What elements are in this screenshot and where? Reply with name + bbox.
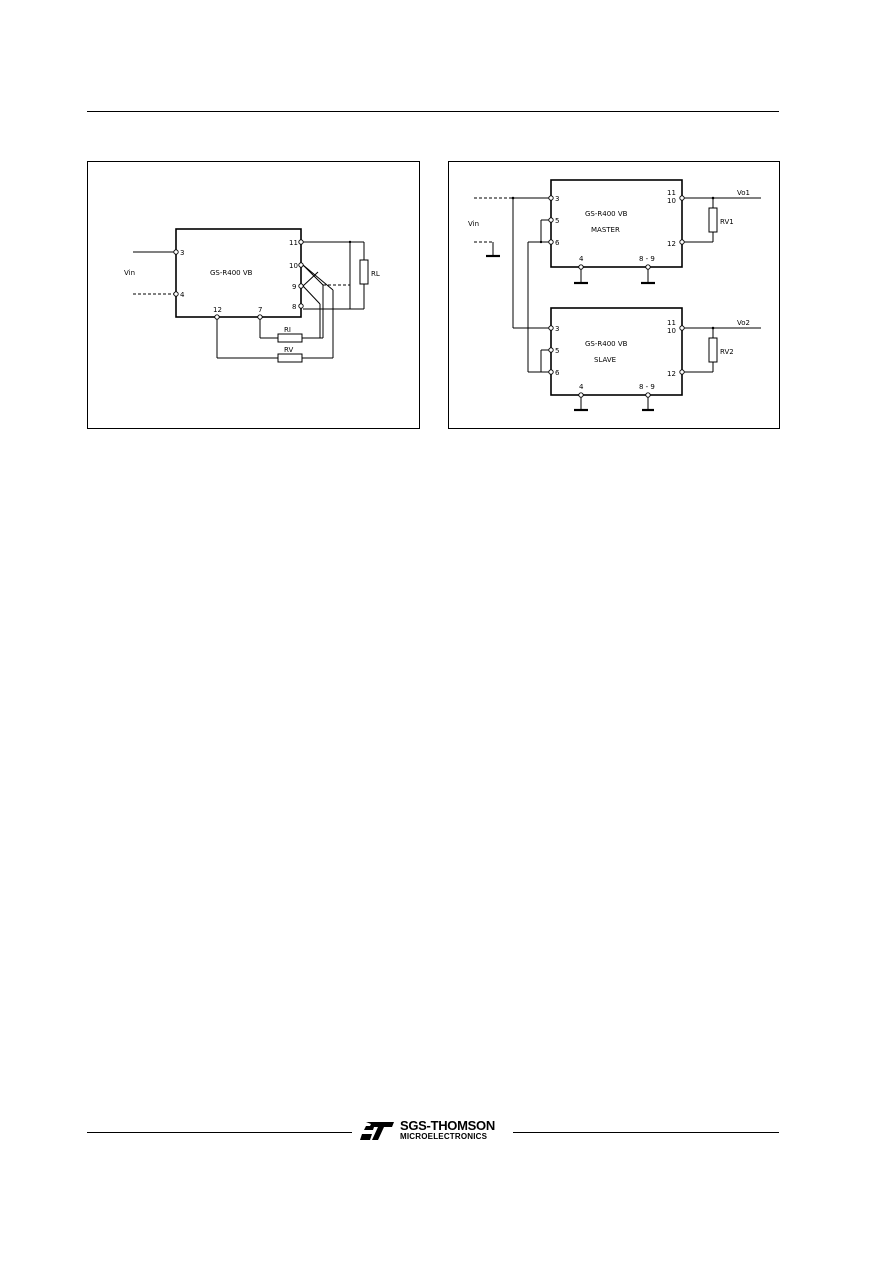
left-pin-11: 11 (289, 239, 298, 247)
slave-pin-6: 6 (555, 369, 560, 377)
master-pin-10: 10 (667, 197, 676, 205)
st-logo-icon (360, 1122, 394, 1140)
brand-name: SGS-THOMSON (400, 1118, 495, 1133)
brand-subtitle: MICROELECTRONICS (400, 1132, 488, 1141)
master-pin-5: 5 (555, 217, 559, 225)
rv2-resistor (708, 337, 718, 363)
left-vin-label: Vin (124, 269, 135, 277)
rl-label: RL (371, 270, 380, 278)
left-circuit-schematic: GS-R400 VB Vin 3 4 11 10 9 8 12 7 RL (124, 228, 380, 363)
left-pin-10-node (298, 262, 304, 268)
vo1-label: Vo1 (737, 189, 750, 197)
ri-resistor (277, 333, 303, 343)
slave-role-label: SLAVE (594, 356, 616, 364)
master-ic-label: GS-R400 VB (585, 210, 628, 218)
master-pin-4: 4 (579, 255, 584, 263)
right-circuit-schematic: GS-R400 VB MASTER 3 5 6 11 10 12 4 8 - 9… (468, 179, 761, 412)
left-pin-8-node (298, 303, 304, 309)
footer-rule-left (87, 1132, 352, 1133)
left-pin-3-node (173, 249, 179, 255)
left-pin-9-node (298, 283, 304, 289)
right-diagram-panel: GS-R400 VB MASTER 3 5 6 11 10 12 4 8 - 9… (448, 161, 780, 429)
left-pin-11-node (298, 239, 304, 245)
rv-label: RV (284, 346, 293, 354)
left-pin-8: 8 (292, 303, 296, 311)
left-pin-12-node (214, 314, 220, 320)
right-vin-label: Vin (468, 220, 479, 228)
left-ic-body (175, 228, 302, 318)
master-pin-11: 11 (667, 189, 676, 197)
left-pin-4-node (173, 291, 179, 297)
left-pin-4: 4 (180, 291, 185, 299)
rv-resistor (277, 353, 303, 363)
master-pin-8-9: 8 - 9 (639, 255, 655, 263)
master-pin-6: 6 (555, 239, 560, 247)
rv1-label: RV1 (720, 218, 734, 226)
header-rule (87, 111, 779, 112)
slave-pin-12: 12 (667, 370, 676, 378)
left-ic-label: GS-R400 VB (210, 269, 253, 277)
slave-ic-label: GS-R400 VB (585, 340, 628, 348)
vo2-label: Vo2 (737, 319, 750, 327)
left-pin-3: 3 (180, 249, 184, 257)
left-pin-7: 7 (258, 306, 262, 314)
slave-pin-8-9: 8 - 9 (639, 383, 655, 391)
slave-pin-4: 4 (579, 383, 584, 391)
slave-pin-10: 10 (667, 327, 676, 335)
rv1-resistor (708, 207, 718, 233)
rl-resistor (359, 259, 369, 285)
left-pin-7-node (257, 314, 263, 320)
left-pin-12: 12 (213, 306, 222, 314)
slave-ic-body (550, 307, 683, 396)
left-diagram-panel: GS-R400 VB Vin 3 4 11 10 9 8 12 7 RL (87, 161, 420, 429)
master-pin-3: 3 (555, 195, 559, 203)
master-role-label: MASTER (591, 226, 620, 234)
slave-pin-3: 3 (555, 325, 559, 333)
rv2-label: RV2 (720, 348, 734, 356)
slave-pin-5: 5 (555, 347, 559, 355)
master-ic-body (550, 179, 683, 268)
slave-pin-11: 11 (667, 319, 676, 327)
master-pin-12: 12 (667, 240, 676, 248)
left-pin-10: 10 (289, 262, 298, 270)
left-pin-9: 9 (292, 283, 296, 291)
ri-label: RI (284, 326, 291, 334)
footer-rule-right (513, 1132, 779, 1133)
